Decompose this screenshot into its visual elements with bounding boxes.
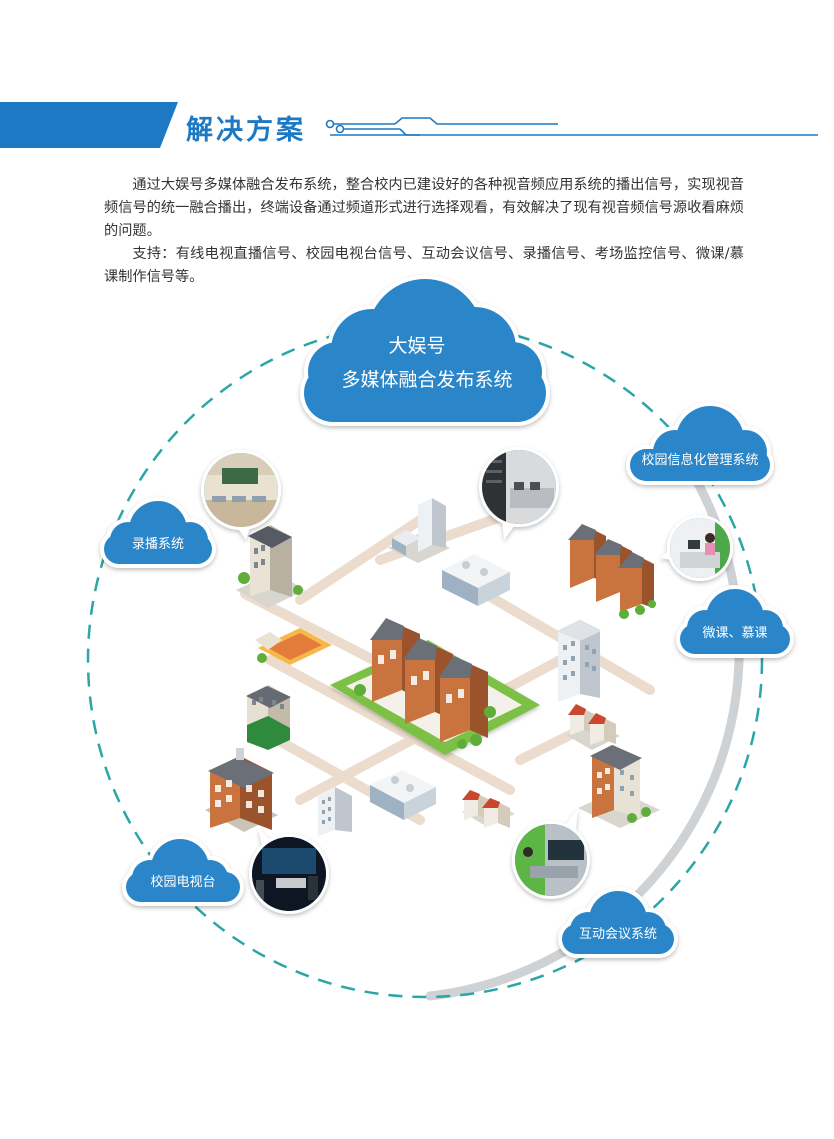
- cloud-campus-tv: [122, 835, 244, 906]
- cloud-conference: [558, 887, 678, 958]
- photo-office: [660, 515, 733, 581]
- cloud-recording: [100, 497, 216, 568]
- building-sports-field: [255, 628, 332, 665]
- building-right-townhouses: [568, 524, 656, 619]
- building-recording: [236, 525, 305, 608]
- photo-server-room: [479, 447, 559, 540]
- building-bottom-center: [370, 770, 436, 820]
- section-header-band: [0, 102, 818, 148]
- cloud-conference-label: 互动会议系统: [579, 927, 657, 942]
- intro-paragraph-2: 支持：有线电视直播信号、校园电视台信号、互动会议信号、录播信号、考场监控信号、微…: [104, 246, 744, 285]
- building-tv-station: [205, 748, 278, 832]
- building-top-flat: [442, 554, 510, 606]
- building-red-houses-bottom: [462, 790, 515, 828]
- cloud-micro-course-label: 微课、慕课: [702, 626, 767, 641]
- cloud-center: [300, 275, 550, 426]
- building-right-red-houses: [566, 704, 620, 750]
- circuit-decoration: [325, 117, 558, 136]
- center-cloud-line2: 多媒体融合发布系统: [341, 369, 512, 391]
- central-townhouses: [354, 618, 496, 749]
- building-right-tower: [557, 620, 601, 702]
- intro-paragraph-1: 通过大娱号多媒体融合发布系统，整合校内已建设好的各种视音频应用系统的播出信号，实…: [104, 177, 744, 239]
- cloud-recording-label: 录播系统: [132, 537, 184, 552]
- building-left-green: [246, 685, 291, 750]
- page-title: 解决方案: [186, 115, 306, 146]
- photo-conference: [512, 808, 590, 899]
- cloud-campus-info: [626, 402, 774, 485]
- building-top-tower: [388, 498, 450, 563]
- building-bottom-tower: [318, 787, 352, 836]
- cloud-campus-tv-label: 校园电视台: [150, 874, 215, 890]
- building-right-bottom: [578, 745, 660, 828]
- cloud-campus-info-label: 校园信息化管理系统: [641, 452, 758, 468]
- intro-text: 通过大娱号多媒体融合发布系统，整合校内已建设好的各种视音频应用系统的播出信号，实…: [104, 174, 744, 289]
- cloud-micro-course: [676, 585, 794, 658]
- photo-tv-studio: [249, 828, 329, 914]
- center-cloud-line1: 大娱号: [388, 335, 445, 357]
- photo-classroom: [201, 450, 281, 540]
